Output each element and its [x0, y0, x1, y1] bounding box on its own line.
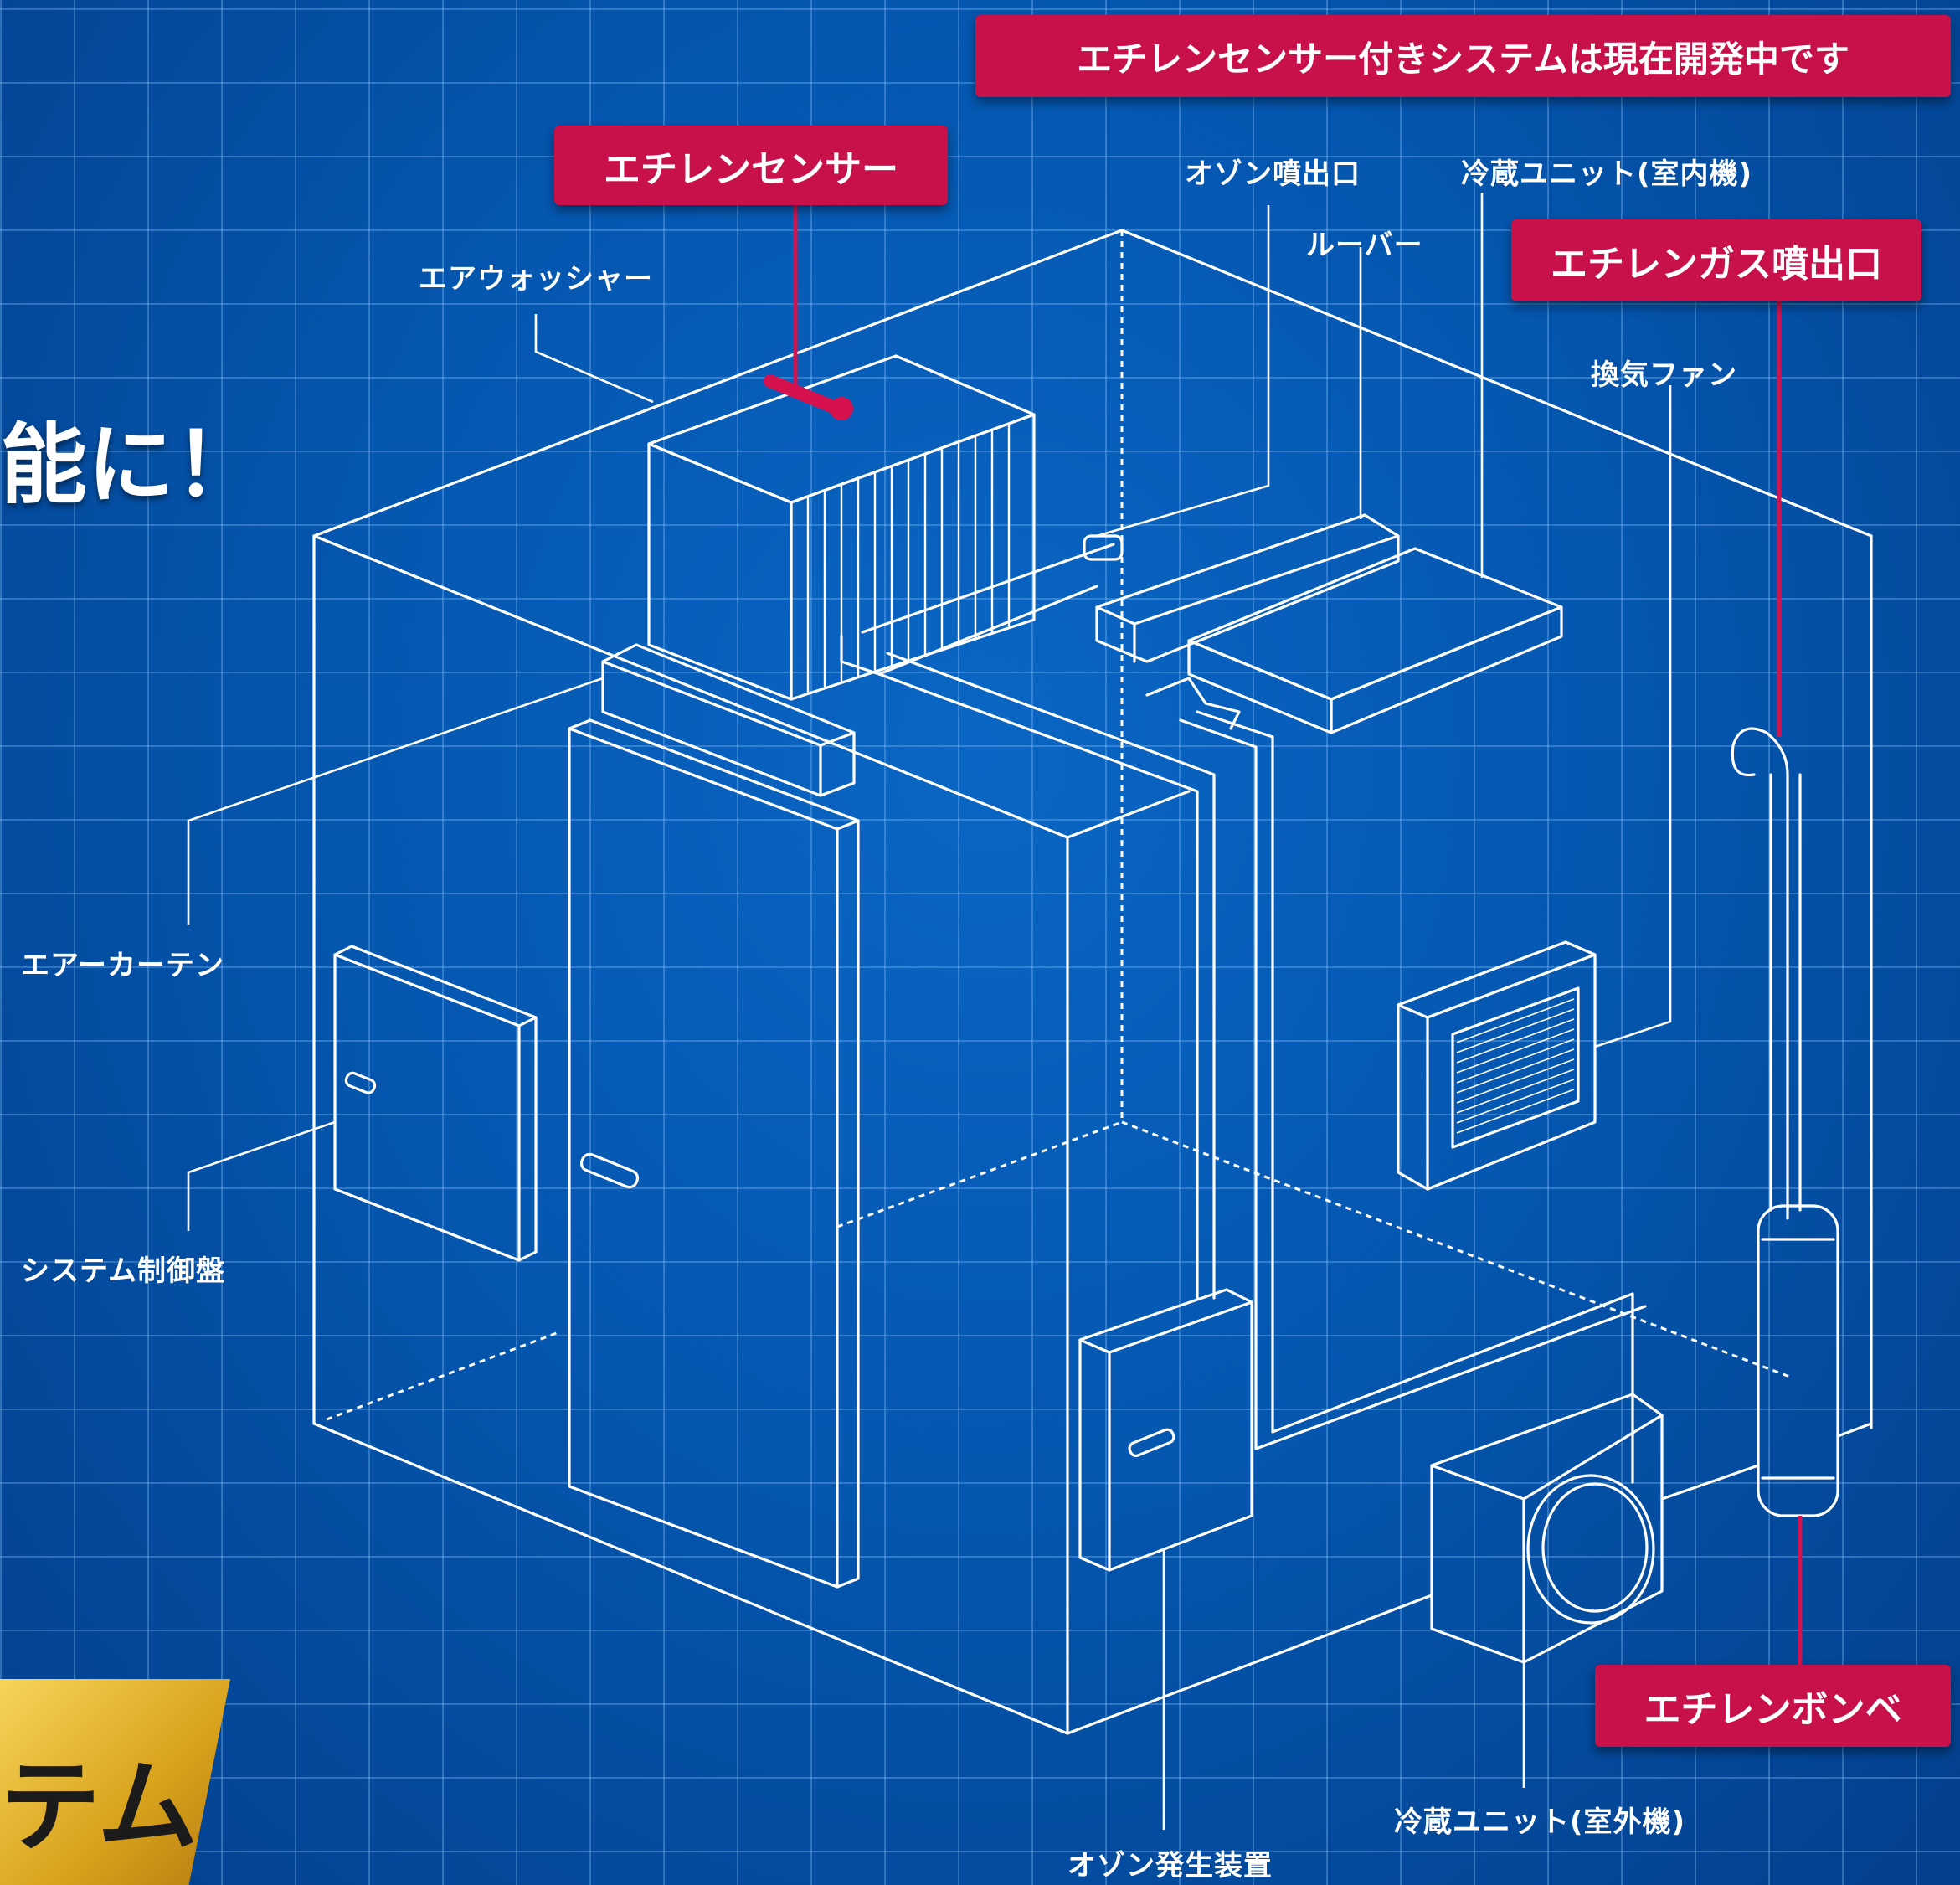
door: [568, 718, 860, 1589]
piping: [840, 534, 1647, 1484]
ethylene-cylinder-unit: [1660, 727, 1873, 1517]
refrigeration-indoor-unit: [1145, 547, 1563, 734]
system-control-panel-unit: [333, 945, 538, 1262]
development-notice-callout: エチレンセンサー付きシステムは現在開発中です: [975, 15, 1951, 97]
ethylene-cylinder-callout: エチレンボンベ: [1595, 1665, 1951, 1747]
ozone-generator-unit: [1078, 1288, 1253, 1572]
system-control-panel-label: システム制御盤: [21, 1254, 225, 1288]
ethylene-gas-outlet-callout: エチレンガス噴出口: [1511, 219, 1921, 301]
room-outline: [312, 229, 1873, 1735]
title-banner: [0, 1679, 230, 1885]
ethylene-sensor-callout: エチレンセンサー: [554, 126, 948, 205]
refrigeration-outdoor-label: 冷蔵ユニット(室外機): [1394, 1805, 1686, 1839]
air-washer-label: エアウォッシャー: [419, 262, 653, 296]
ethylene-sensor-device: [764, 374, 853, 420]
ozone-outlet-label: オゾン噴出口: [1185, 157, 1361, 191]
ventilation-fan-unit: [1397, 940, 1597, 1191]
ventilation-fan-label: 換気ファン: [1591, 358, 1737, 392]
headline-fragment: 能に！: [0, 414, 262, 516]
air-curtain-unit: [601, 643, 856, 797]
title-banner-text: テム: [0, 1749, 198, 1866]
leader-lines: [187, 193, 1803, 1830]
refrigeration-indoor-label: 冷蔵ユニット(室内機): [1461, 157, 1753, 191]
ozone-generator-label: オゾン発生装置: [1067, 1849, 1273, 1882]
louver-label: ルーバー: [1306, 229, 1423, 262]
louver-unit: [1095, 513, 1400, 663]
air-curtain-label: エアーカーテン: [21, 949, 224, 982]
refrigeration-outdoor-unit: [1430, 1393, 1664, 1664]
